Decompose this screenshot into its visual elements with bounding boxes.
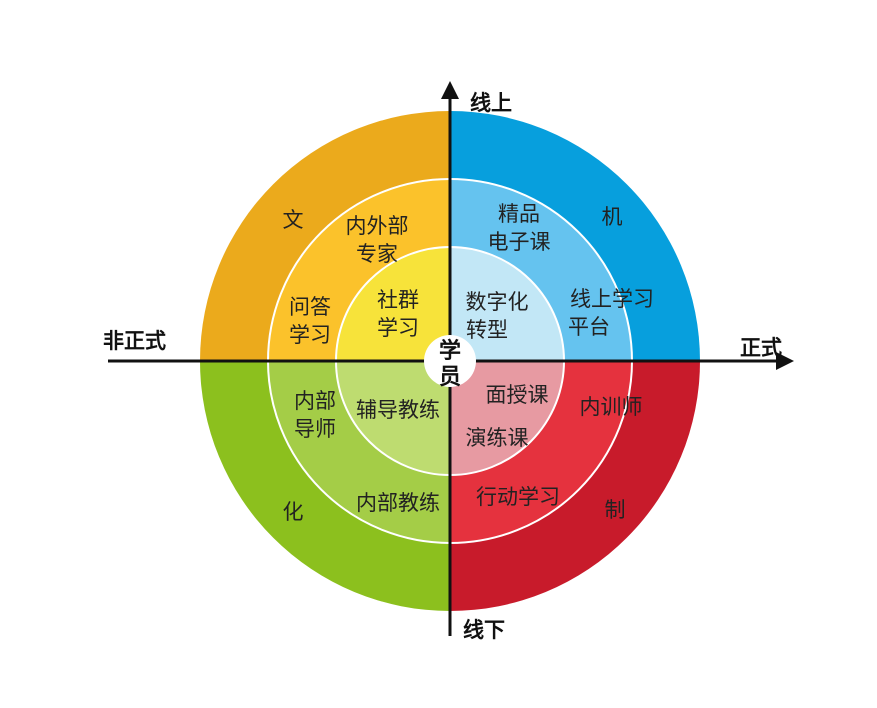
- axis-label-bottom: 线下: [463, 618, 505, 642]
- middle-label-tl-side-line2: 学习: [289, 323, 331, 347]
- middle-label-tl-side-line1: 问答: [289, 295, 331, 319]
- inner-label-tr-line2: 转型: [466, 318, 508, 342]
- middle-label-tl-top-line1: 内外部: [346, 214, 409, 238]
- middle-label-tl-top-line2: 专家: [356, 242, 398, 266]
- quadrant-inner-bottom-right: [450, 361, 564, 475]
- inner-label-tr-line1: 数字化: [466, 290, 529, 314]
- center-label-line1: 学: [439, 338, 461, 364]
- middle-label-bl-side-line2: 导师: [294, 417, 336, 441]
- center-label-line2: 员: [439, 365, 461, 390]
- middle-label-bl-bottom: 内部教练: [356, 491, 440, 515]
- quadrant-inner-top-left: [336, 247, 450, 361]
- center-circle: [424, 335, 476, 387]
- inner-label-br-line1: 面授课: [486, 383, 549, 407]
- outer-label-bottom-left: 化: [283, 500, 304, 524]
- outer-label-top-right: 机: [602, 205, 623, 229]
- inner-label-tl-line2: 学习: [377, 316, 419, 340]
- middle-label-br-bottom: 行动学习: [476, 485, 560, 509]
- middle-label-tr-side-line1: 线上学习: [570, 287, 654, 311]
- axis-label-top: 线上: [470, 91, 512, 115]
- axis-label-left: 非正式: [103, 329, 166, 353]
- horizontal-axis-arrowhead: [776, 352, 794, 370]
- middle-label-tr-side-line2: 平台: [568, 315, 610, 339]
- inner-label-bl: 辅导教练: [356, 398, 440, 422]
- vertical-axis-arrowhead: [441, 81, 459, 99]
- outer-label-top-left: 文: [283, 208, 304, 232]
- inner-label-tl-line1: 社群: [377, 288, 419, 312]
- inner-label-br-line2: 演练课: [466, 426, 529, 450]
- outer-label-bottom-right: 制: [605, 498, 626, 522]
- middle-label-tr-top-line1: 精品: [498, 202, 540, 226]
- axis-label-right: 正式: [740, 336, 782, 360]
- middle-label-bl-side-line1: 内部: [294, 389, 336, 413]
- middle-label-tr-top-line2: 电子课: [488, 230, 551, 254]
- quadrant-inner-bottom-left: [336, 361, 450, 475]
- middle-label-br-side: 内训师: [580, 395, 643, 419]
- quadrant-inner-top-right: [450, 247, 564, 361]
